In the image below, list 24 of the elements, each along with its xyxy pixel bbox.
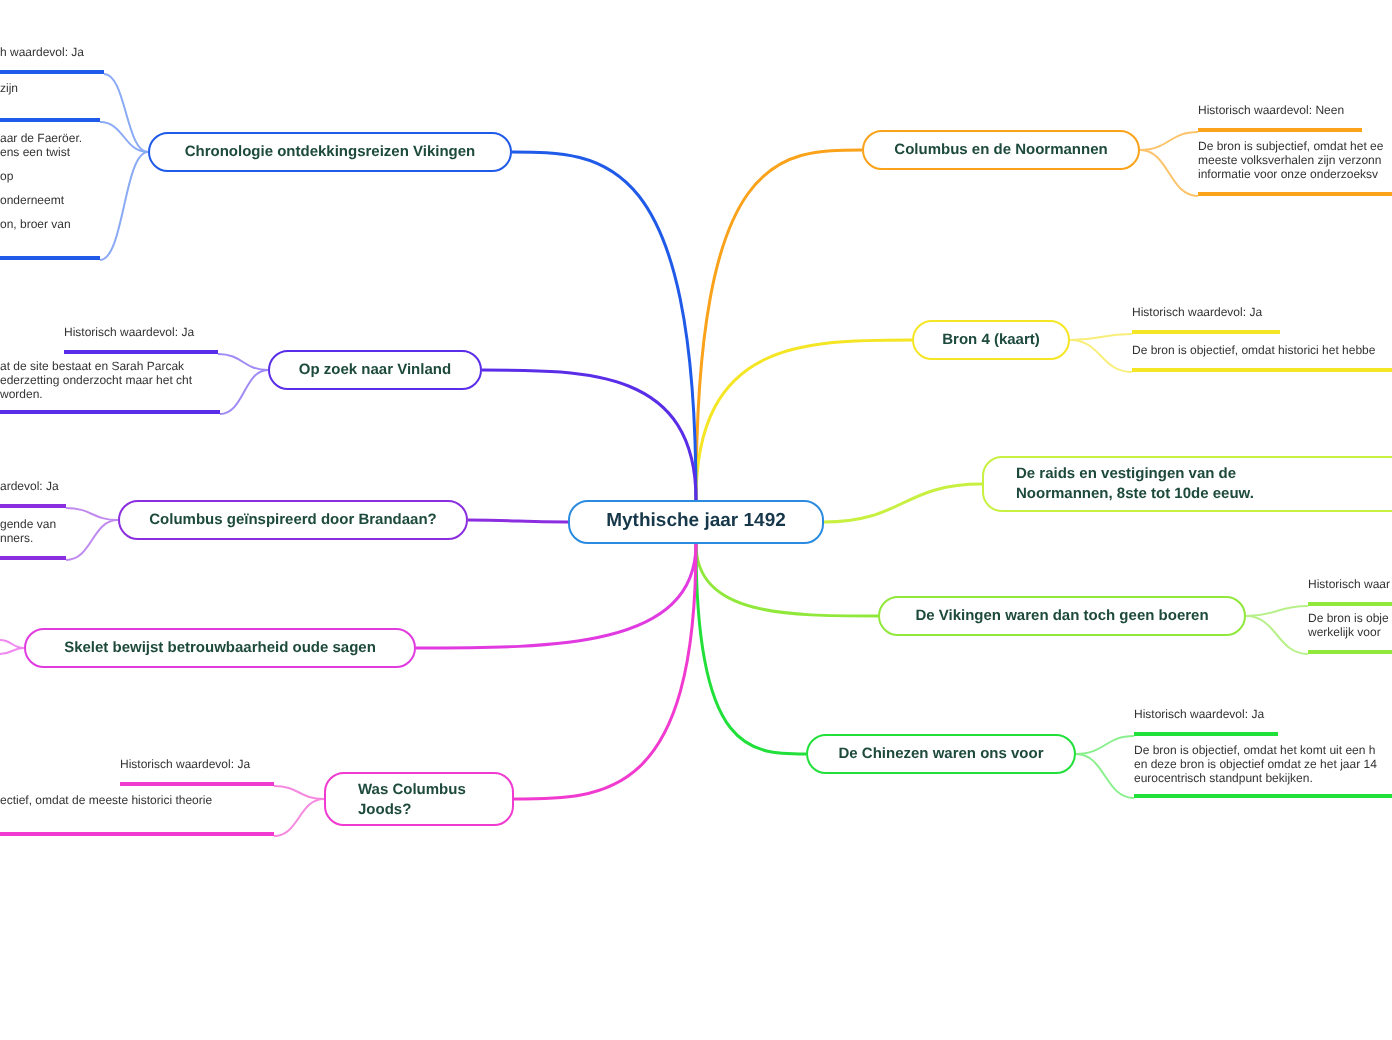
connector-line xyxy=(482,368,698,501)
connector-line xyxy=(1139,131,1199,151)
connector-line xyxy=(99,151,149,261)
connector-line xyxy=(514,543,698,801)
connector-line xyxy=(694,543,806,756)
connector-line xyxy=(219,369,269,415)
connector-line xyxy=(1075,753,1135,799)
connector-line xyxy=(0,647,25,655)
connector-line xyxy=(468,518,568,524)
connector-line xyxy=(0,639,25,649)
connector-line xyxy=(65,519,119,561)
connector-line xyxy=(217,353,269,371)
connector-line xyxy=(99,121,149,153)
connector-line xyxy=(273,785,325,800)
connector-line xyxy=(1245,615,1309,655)
central-topic: Mythische jaar 1492 xyxy=(568,500,824,544)
connector-line xyxy=(273,798,325,837)
connector-line xyxy=(65,507,119,521)
connector-line xyxy=(1075,735,1135,755)
connector-line xyxy=(103,73,149,153)
connector-line xyxy=(823,482,983,524)
connector-line xyxy=(694,338,912,501)
connector-line xyxy=(1139,149,1199,197)
connector-line xyxy=(1069,339,1133,373)
